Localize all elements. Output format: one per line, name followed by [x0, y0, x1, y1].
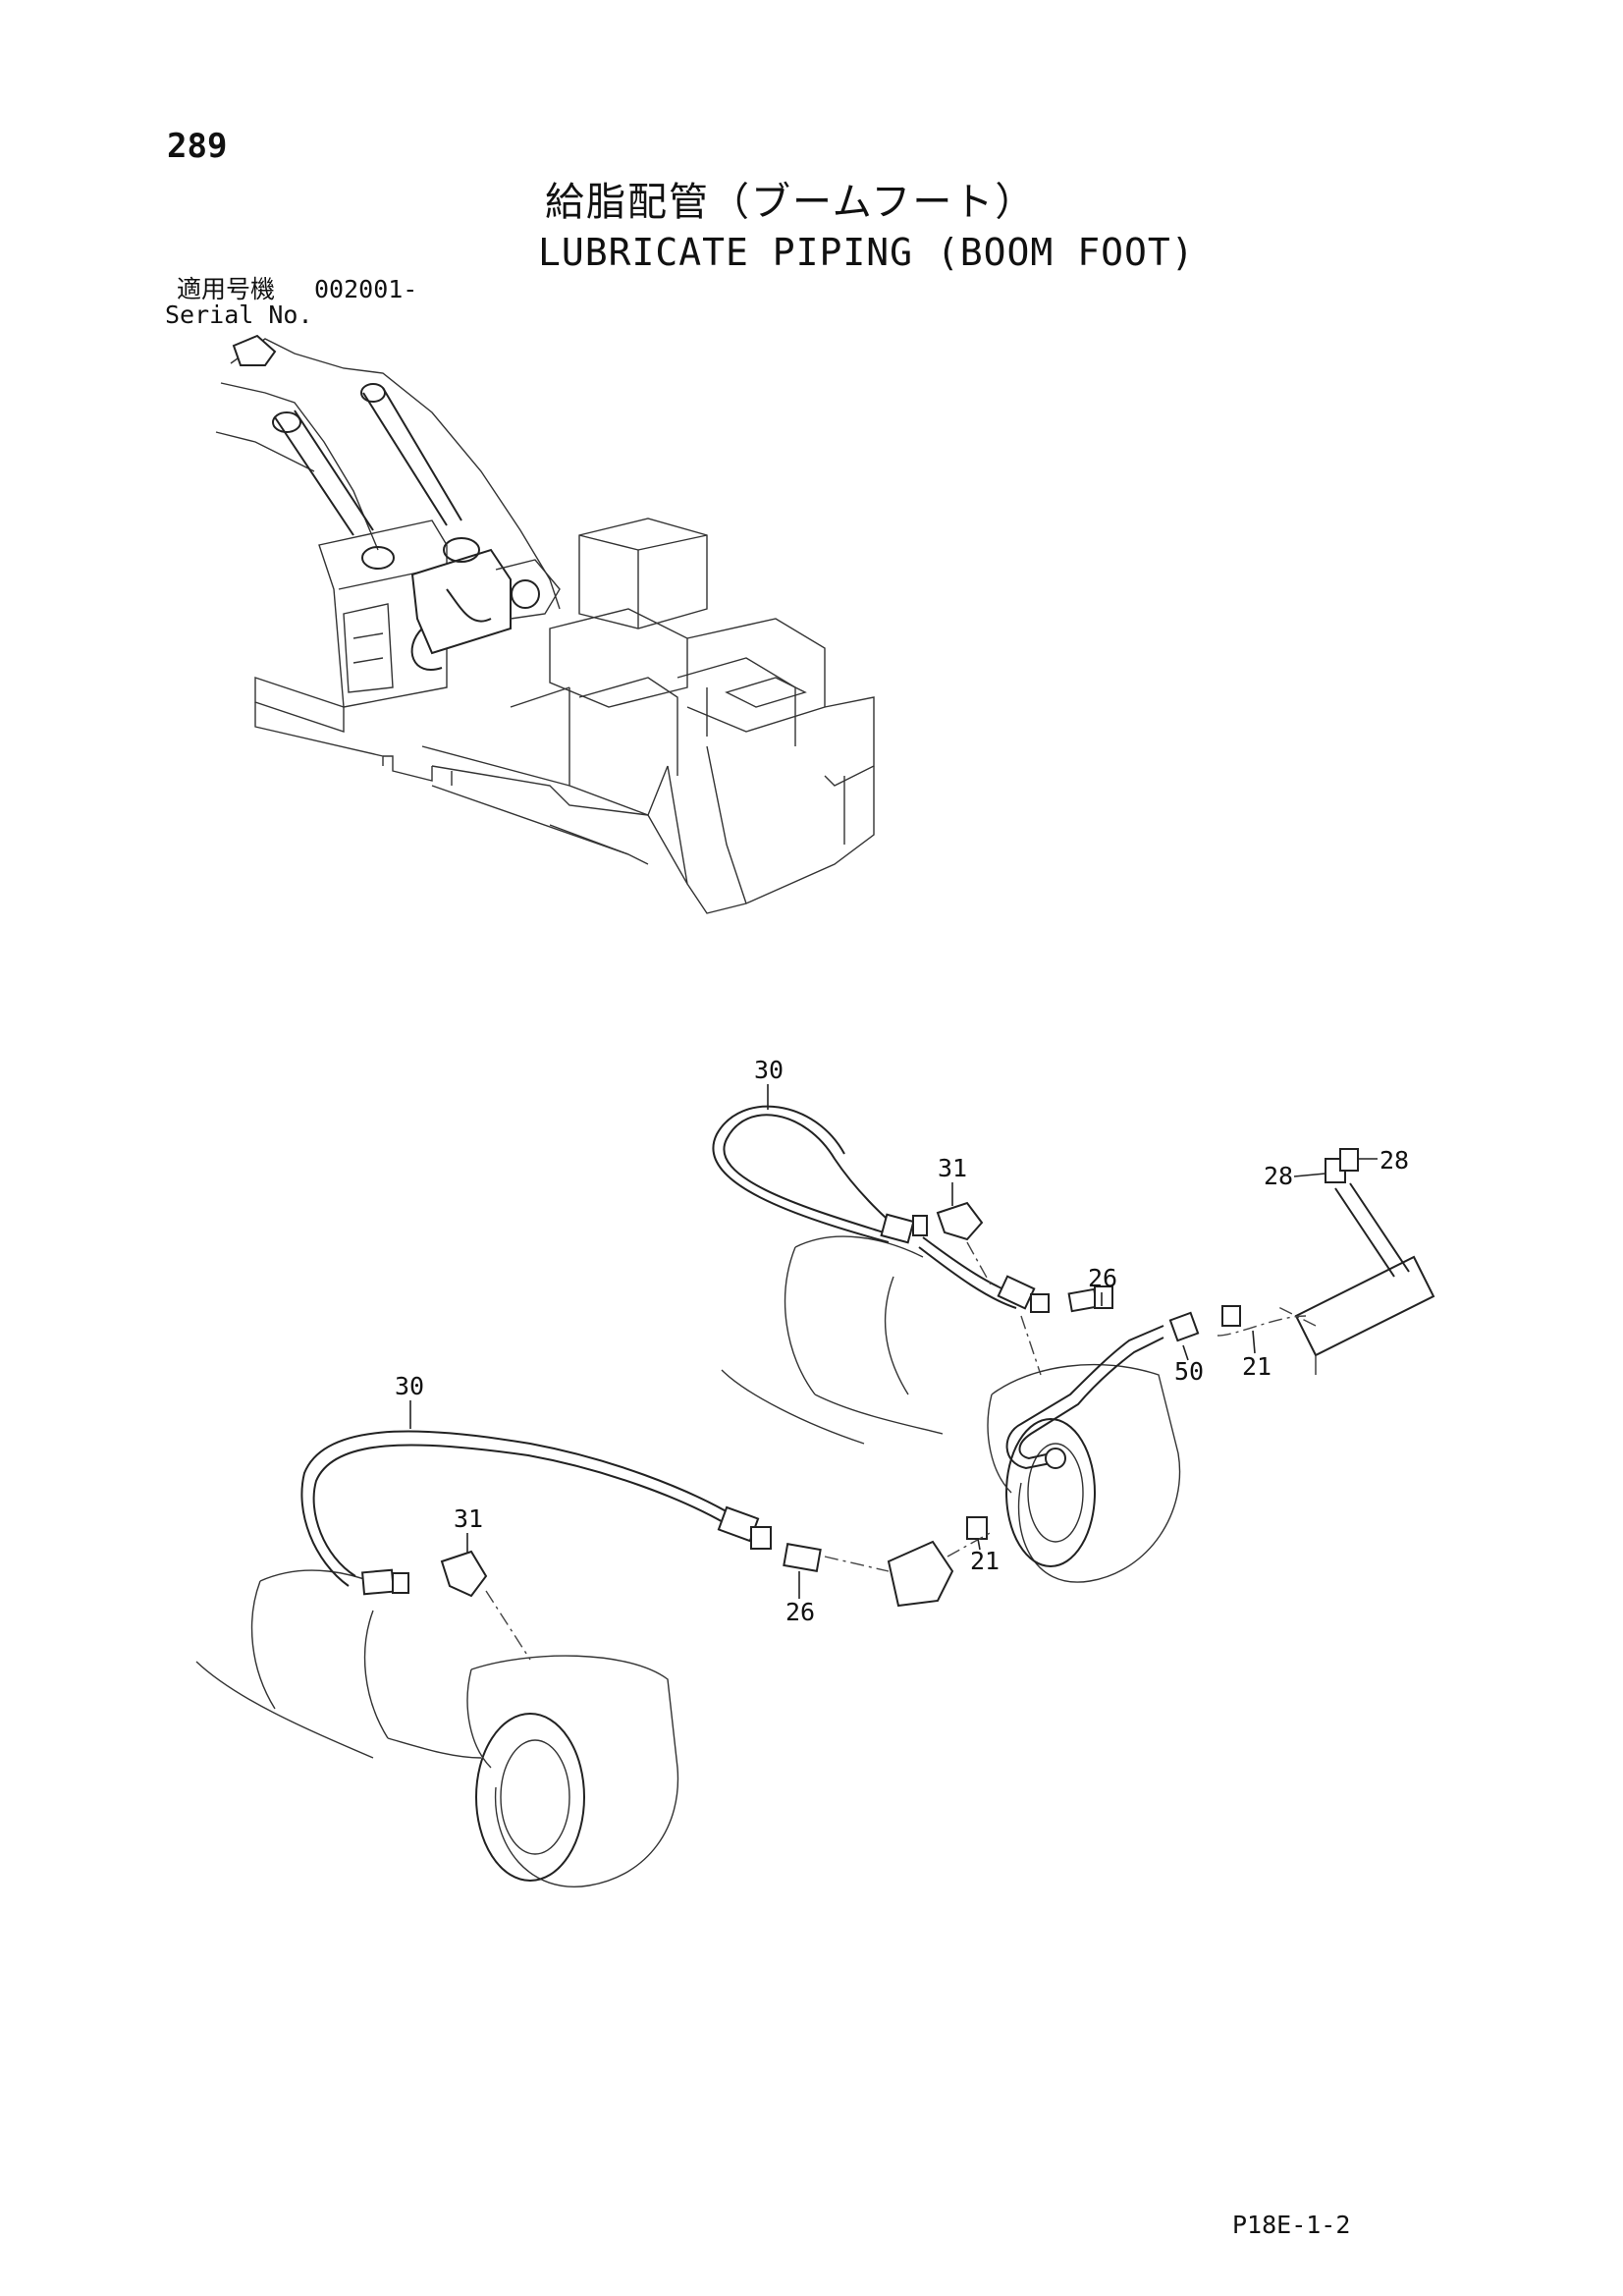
callout-28-right: 28 — [1358, 1146, 1409, 1175]
machine-overview-illustration — [215, 334, 875, 914]
callout-50: 50 — [1174, 1344, 1204, 1386]
svg-text:21: 21 — [970, 1547, 1000, 1575]
callout-21-right: 21 — [1242, 1330, 1271, 1381]
boom-foot-left-detail — [195, 1430, 890, 1887]
svg-text:50: 50 — [1174, 1357, 1204, 1386]
callout-21-bottom: 21 — [970, 1538, 1000, 1575]
callout-31-top: 31 — [938, 1154, 967, 1206]
svg-text:28: 28 — [1264, 1162, 1293, 1190]
callout-28-left: 28 — [1264, 1162, 1326, 1190]
svg-text:26: 26 — [785, 1598, 815, 1626]
serial-label-japanese: 適用号機 — [177, 275, 276, 303]
serial-label-english: Serial No. — [165, 301, 313, 329]
svg-text:28: 28 — [1380, 1146, 1409, 1175]
title-japanese: 給脂配管（ブームフート） — [545, 180, 1037, 225]
svg-text:26: 26 — [1088, 1264, 1117, 1292]
svg-text:30: 30 — [754, 1056, 784, 1084]
svg-text:31: 31 — [938, 1154, 967, 1182]
part-callouts: 30 31 26 28 28 50 21 30 — [395, 1056, 1409, 1626]
boom-foot-right-detail — [712, 1105, 1435, 1608]
callout-30-top: 30 — [754, 1056, 784, 1110]
svg-text:21: 21 — [1242, 1352, 1271, 1381]
callout-26-bottom: 26 — [785, 1571, 815, 1626]
callout-30-bottom: 30 — [395, 1372, 424, 1429]
title-english: LUBRICATE PIPING (BOOM FOOT) — [538, 231, 1195, 274]
svg-text:31: 31 — [454, 1504, 483, 1533]
callout-26-top: 26 — [1088, 1264, 1117, 1306]
serial-number-value: 002001- — [314, 275, 418, 303]
page-code: P18E-1-2 — [1232, 2211, 1351, 2239]
callout-31-bottom: 31 — [454, 1504, 483, 1554]
svg-text:30: 30 — [395, 1372, 424, 1400]
page-number: 289 — [167, 127, 228, 166]
